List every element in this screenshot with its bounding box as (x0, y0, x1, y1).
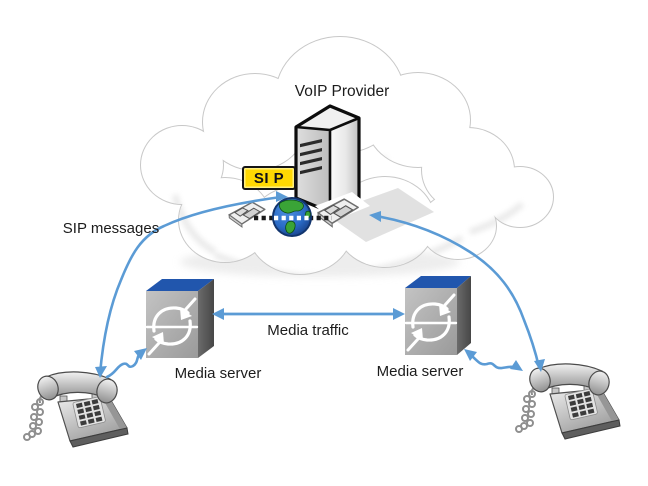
media-server-switch-icon-right (404, 293, 458, 352)
sip-messages-label: SIP messages (62, 220, 160, 237)
desk-phone-icon-right (515, 362, 621, 440)
media-server-left-label: Media server (174, 365, 262, 382)
desk-phone-icon-left (23, 370, 129, 448)
sip-arc-right (369, 211, 545, 372)
phone-media-link-left (105, 348, 147, 379)
media-server-left-icon (145, 279, 214, 358)
sip-badge: SI P (242, 166, 296, 190)
sip-arc-left (95, 191, 288, 378)
server-vents (300, 139, 322, 175)
media-server-right-label: Media server (376, 363, 464, 380)
mini-phone-icon-left (228, 201, 266, 229)
media-traffic-label: Media traffic (267, 322, 349, 339)
voip-provider-label: VoIP Provider (294, 83, 390, 100)
phone-media-link-right (464, 349, 523, 371)
server-tower-icon (294, 104, 361, 214)
globe-icon (272, 197, 312, 237)
media-server-right-icon (404, 276, 471, 355)
media-traffic-arrow (212, 308, 405, 320)
media-server-switch-icon-left (145, 297, 199, 356)
